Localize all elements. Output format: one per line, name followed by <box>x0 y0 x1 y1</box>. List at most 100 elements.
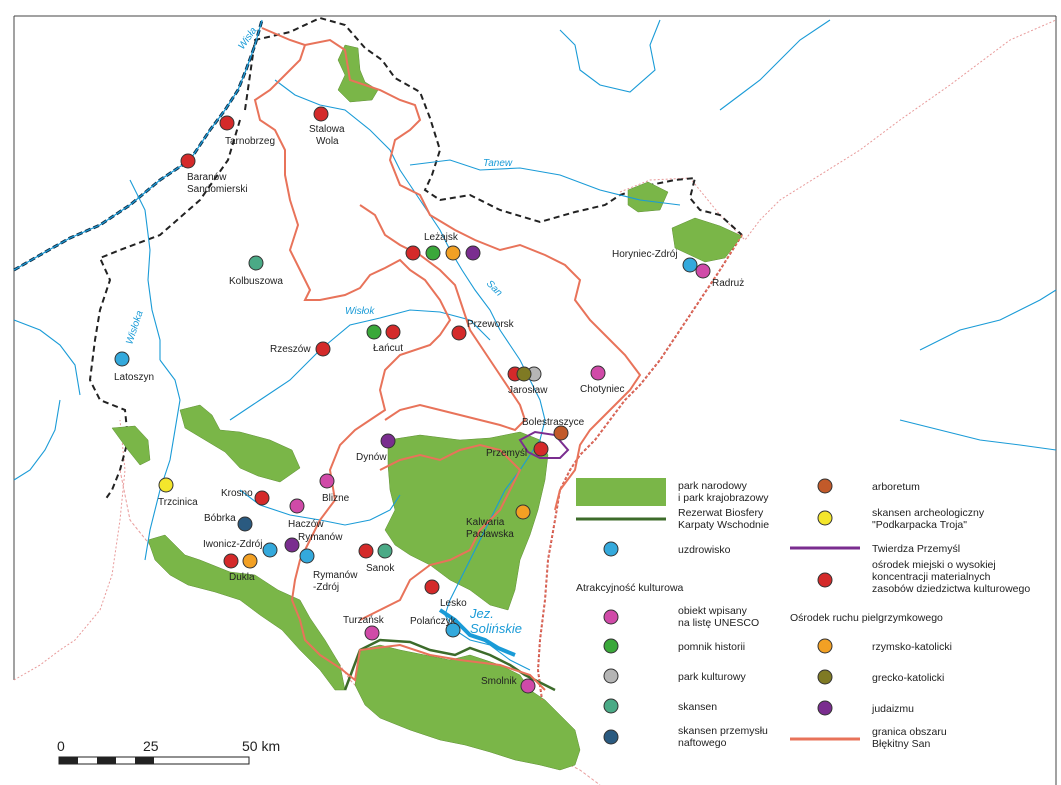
legend-urban-swatch <box>817 572 833 588</box>
marker-rymanow-judaism[interactable] <box>284 537 300 553</box>
park-solska <box>627 181 669 213</box>
town-label-stalowa-wola-2: Wola <box>316 136 339 147</box>
legend-judaism-label: judaizmu <box>871 703 914 715</box>
marker-trzcinica-archeo[interactable] <box>158 477 174 493</box>
marker-polanczyk-spa[interactable] <box>445 622 461 638</box>
marker-smolnik-unesco[interactable] <box>520 678 536 694</box>
marker-jaroslaw-greek-catholic[interactable] <box>516 366 532 382</box>
tanew-river <box>409 159 681 206</box>
marker-blizne-unesco[interactable] <box>319 473 335 489</box>
legend-monument-swatch <box>603 638 619 654</box>
marker-baranow-urban[interactable] <box>180 153 196 169</box>
legend-arboretum-label: arboretum <box>872 481 920 493</box>
marker-bobrka-oil-skansen[interactable] <box>237 516 253 532</box>
lake-label-line1: Jez. <box>469 606 494 621</box>
legend-greek-catholic-label: grecko-katolicki <box>872 672 944 684</box>
marker-iwonicz-spa[interactable] <box>262 542 278 558</box>
park-czarnorzecki <box>179 404 301 483</box>
marker-horyniec-spa[interactable] <box>682 257 698 273</box>
marker-dynow-judaism[interactable] <box>380 433 396 449</box>
biosphere-reserve-boundary <box>343 638 556 692</box>
town-label-stalowa-wola-1: Stalowa <box>309 124 345 135</box>
marker-kalwaria-roman-catholic[interactable] <box>515 504 531 520</box>
town-label-jaroslaw: Jarosław <box>508 385 548 396</box>
marker-lezajsk-urban[interactable] <box>405 245 421 261</box>
marker-turzansk-unesco[interactable] <box>364 625 380 641</box>
marker-kolbuszowa-skansen[interactable] <box>248 255 264 271</box>
marker-radruz-unesco[interactable] <box>695 263 711 279</box>
wislok-river <box>229 309 491 421</box>
legend-cultural-park-swatch <box>603 668 619 684</box>
legend-biosphere-line2: Karpaty Wschodnie <box>678 519 769 531</box>
marker-przeworsk-urban[interactable] <box>451 325 467 341</box>
marker-rymanow-zdroj-spa[interactable] <box>299 548 315 564</box>
town-label-dynow: Dynów <box>356 452 387 463</box>
marker-lancut-monument[interactable] <box>366 324 382 340</box>
town-label-lezajsk: Leżajsk <box>424 232 459 243</box>
marker-lezajsk-roman-catholic[interactable] <box>445 245 461 261</box>
marker-krosno-urban[interactable] <box>254 490 270 506</box>
marker-rzeszow-urban[interactable] <box>315 341 331 357</box>
legend-archeo-line2: "Podkarpacka Troja" <box>872 519 967 531</box>
solina-lake <box>438 608 516 657</box>
legend: park narodowy i park krajobrazowy Rezerw… <box>576 478 1030 750</box>
marker-lezajsk-monument[interactable] <box>425 245 441 261</box>
scale-bar-seg2 <box>97 757 116 764</box>
legend-judaism-swatch <box>817 700 833 716</box>
marker-bolestraszyce-arboretum[interactable] <box>553 425 569 441</box>
marker-tarnobrzeg-urban[interactable] <box>219 115 235 131</box>
town-label-polanczyk: Polańczyk <box>410 616 457 627</box>
town-label-smolnik: Smolnik <box>481 676 518 687</box>
river-west-2 <box>13 399 61 481</box>
marker-sanok-urban[interactable] <box>358 543 374 559</box>
legend-archeo-swatch <box>817 510 833 526</box>
legend-monument-label: pomnik historii <box>678 641 745 653</box>
park-przemysl <box>384 431 549 611</box>
legend-skansen-label: skansen <box>678 701 717 713</box>
legend-spa-label: uzdrowisko <box>678 544 731 556</box>
marker-haczow-unesco[interactable] <box>289 498 305 514</box>
town-label-dukla: Dukla <box>229 572 255 583</box>
legend-urban-line1: ośrodek miejski o wysokiej <box>872 559 996 571</box>
wislok-label: Wisłok <box>345 306 375 317</box>
marker-lancut-urban[interactable] <box>385 324 401 340</box>
marker-latoszyn-spa[interactable] <box>114 351 130 367</box>
przemysl-fortress-outline <box>518 430 570 459</box>
voivodeship-border <box>88 16 743 501</box>
town-label-baranow-2: Sandomierski <box>187 184 248 195</box>
town-label-rymanow: Rymanów <box>298 532 343 543</box>
town-label-latoszyn: Latoszyn <box>114 372 154 383</box>
wislok-river-lower <box>239 489 401 526</box>
legend-greek-catholic-swatch <box>817 669 833 685</box>
town-label-iwonicz: Iwonicz-Zdrój <box>203 539 262 550</box>
blekitny-san-border-west <box>253 27 546 691</box>
marker-sanok-skansen[interactable] <box>377 543 393 559</box>
river-east-1 <box>919 289 1057 351</box>
legend-arboretum-swatch <box>817 478 833 494</box>
marker-przemysl-urban[interactable] <box>533 441 549 457</box>
marker-stalowa-wola-urban[interactable] <box>313 106 329 122</box>
scale-bar-seg1 <box>59 757 78 764</box>
legend-park-line1: park narodowy <box>678 480 748 492</box>
scale-bar-seg3 <box>135 757 154 764</box>
marker-dukla-roman-catholic[interactable] <box>242 553 258 569</box>
legend-cultural-heading: Atrakcyjność kulturowa <box>576 582 684 594</box>
legend-biosphere-line1: Rezerwat Biosfery <box>678 507 764 519</box>
legend-oil-skansen-line1: skansen przemysłu <box>678 725 768 737</box>
town-label-rzeszow: Rzeszów <box>270 344 311 355</box>
park-bieszczady <box>354 644 581 771</box>
marker-lesko-urban[interactable] <box>424 579 440 595</box>
marker-dukla-urban[interactable] <box>223 553 239 569</box>
blekitny-san-border-south <box>359 443 522 621</box>
town-label-blizne: Blizne <box>322 493 350 504</box>
legend-roman-catholic-label: rzymsko-katolicki <box>872 641 952 653</box>
town-label-horyniec: Horyniec-Zdrój <box>612 249 678 260</box>
marker-lezajsk-judaism[interactable] <box>465 245 481 261</box>
town-label-przeworsk: Przeworsk <box>467 319 515 330</box>
marker-chotyniec-unesco[interactable] <box>590 365 606 381</box>
legend-unesco-line1: obiekt wpisany <box>678 605 748 617</box>
park-pogorze <box>111 425 151 466</box>
town-label-kolbuszowa: Kolbuszowa <box>229 276 283 287</box>
